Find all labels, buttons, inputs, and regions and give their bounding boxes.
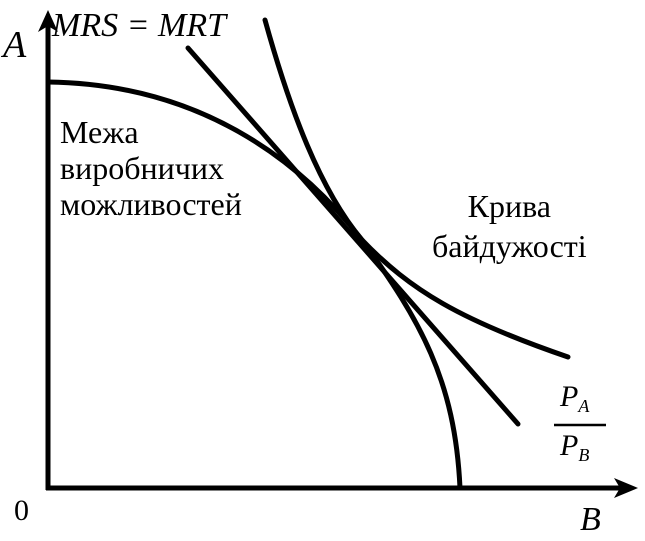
- x-axis-arrow: [614, 478, 638, 498]
- equilibrium-condition-title: MRS = MRT: [52, 7, 227, 44]
- ppf-label-line-3: можливостей: [60, 186, 242, 222]
- price-tangent-line: [185, 45, 521, 427]
- price-ratio-denominator-subscript: B: [578, 445, 590, 465]
- x-axis-label: B: [580, 501, 601, 538]
- indifference-curve-label: Крива байдужості: [432, 186, 587, 266]
- price-ratio-denominator-symbol: P: [560, 429, 579, 462]
- ic-label-line-1: Крива: [467, 188, 551, 224]
- ppf-label-line-2: виробничих: [60, 150, 224, 186]
- price-ratio-numerator: PA: [560, 380, 590, 416]
- price-ratio-numerator-symbol: P: [560, 380, 579, 413]
- ppf-curve-label: Межа виробничих можливостей: [60, 114, 242, 222]
- y-axis-label: A: [3, 24, 27, 66]
- ppf-label-line-1: Межа: [60, 114, 139, 150]
- origin-label: 0: [14, 494, 29, 527]
- indifference-curve: [262, 17, 571, 360]
- ic-label-line-2: байдужості: [432, 228, 587, 264]
- y-axis-arrow: [38, 10, 58, 32]
- price-ratio-numerator-subscript: A: [578, 396, 590, 416]
- price-ratio-denominator: PB: [560, 429, 590, 465]
